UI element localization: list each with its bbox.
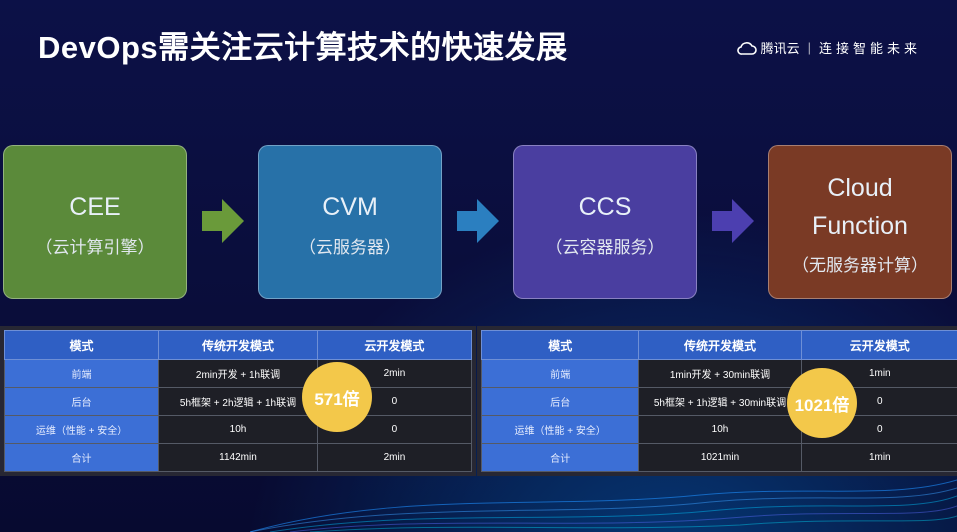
row-label: 运维（性能 + 安全）	[480, 415, 640, 444]
row-label: 前端	[3, 359, 160, 388]
cloud-value: 1min	[800, 443, 957, 472]
stage-name: Cloud Function	[812, 173, 908, 240]
stage-subtitle: （无服务器计算）	[792, 255, 928, 275]
cloud-logo-icon	[736, 41, 757, 55]
table-row: 运维（性能 + 安全） 10h 0	[480, 415, 957, 444]
table-header: 传统开发模式	[638, 330, 802, 360]
traditional-value: 1142min	[158, 443, 318, 472]
arrow-right-icon	[457, 199, 499, 243]
page-title: DevOps需关注云计算技术的快速发展	[38, 30, 568, 65]
table-header: 模式	[480, 330, 640, 360]
speedup-badge: 1021倍	[787, 368, 857, 438]
decorative-waves	[250, 479, 957, 532]
table-row: 后台 5h框架 + 1h逻辑 + 30min联调 0	[480, 387, 957, 416]
row-label: 合计	[480, 443, 640, 472]
table-row: 前端 1min开发 + 30min联调 1min	[480, 359, 957, 388]
table-row: 合计 1021min 1min	[480, 443, 957, 472]
cloud-value: 2min	[316, 443, 473, 472]
brand: 腾讯云 | 连接智能未来	[736, 38, 921, 57]
row-label: 后台	[3, 387, 160, 416]
row-label: 后台	[480, 387, 640, 416]
cloud-value: 1min	[800, 359, 957, 388]
speedup-badge: 571倍	[302, 362, 372, 432]
comparison-table-right: 模式 传统开发模式 云开发模式 前端 1min开发 + 30min联调 1min…	[477, 326, 957, 476]
traditional-value: 1021min	[638, 443, 802, 472]
table-row: 前端 2min开发 + 1h联调 2min	[3, 359, 473, 388]
comparison-table-left: 模式 传统开发模式 云开发模式 前端 2min开发 + 1h联调 2min 后台…	[0, 326, 476, 476]
stage-cee: CEE （云计算引擎）	[3, 145, 187, 299]
table-header: 模式	[3, 330, 160, 360]
traditional-value: 5h框架 + 2h逻辑 + 1h联调	[158, 387, 318, 416]
table-row: 合计 1142min 2min	[3, 443, 473, 472]
row-label: 前端	[480, 359, 640, 388]
arrow-right-icon	[712, 199, 754, 243]
brand-name: 腾讯云	[760, 41, 800, 56]
table-header: 传统开发模式	[158, 330, 318, 360]
row-label: 运维（性能 + 安全）	[3, 415, 160, 444]
traditional-value: 2min开发 + 1h联调	[158, 359, 318, 388]
table-row: 运维（性能 + 安全） 10h 0	[3, 415, 473, 444]
stage-subtitle: （云服务器）	[299, 237, 401, 257]
stage-subtitle: （云计算引擎）	[35, 237, 155, 257]
traditional-value: 10h	[638, 415, 802, 444]
brand-slogan: 连接智能未来	[818, 41, 921, 56]
stage-cvm: CVM （云服务器）	[258, 145, 442, 299]
stage-subtitle: （云容器服务）	[545, 237, 665, 257]
row-label: 合计	[3, 443, 160, 472]
table-header: 云开发模式	[800, 330, 957, 360]
traditional-value: 10h	[158, 415, 318, 444]
stage-name: CCS	[578, 192, 632, 221]
traditional-value: 1min开发 + 30min联调	[638, 359, 802, 388]
stage-name: CVM	[322, 192, 378, 221]
traditional-value: 5h框架 + 1h逻辑 + 30min联调	[638, 387, 802, 416]
stage-cloud-function: Cloud Function （无服务器计算）	[768, 145, 952, 299]
brand-separator: |	[807, 40, 811, 55]
table-row: 后台 5h框架 + 2h逻辑 + 1h联调 0	[3, 387, 473, 416]
arrow-right-icon	[202, 199, 244, 243]
stage-ccs: CCS （云容器服务）	[513, 145, 697, 299]
table-header: 云开发模式	[316, 330, 473, 360]
stage-name: CEE	[69, 192, 121, 221]
